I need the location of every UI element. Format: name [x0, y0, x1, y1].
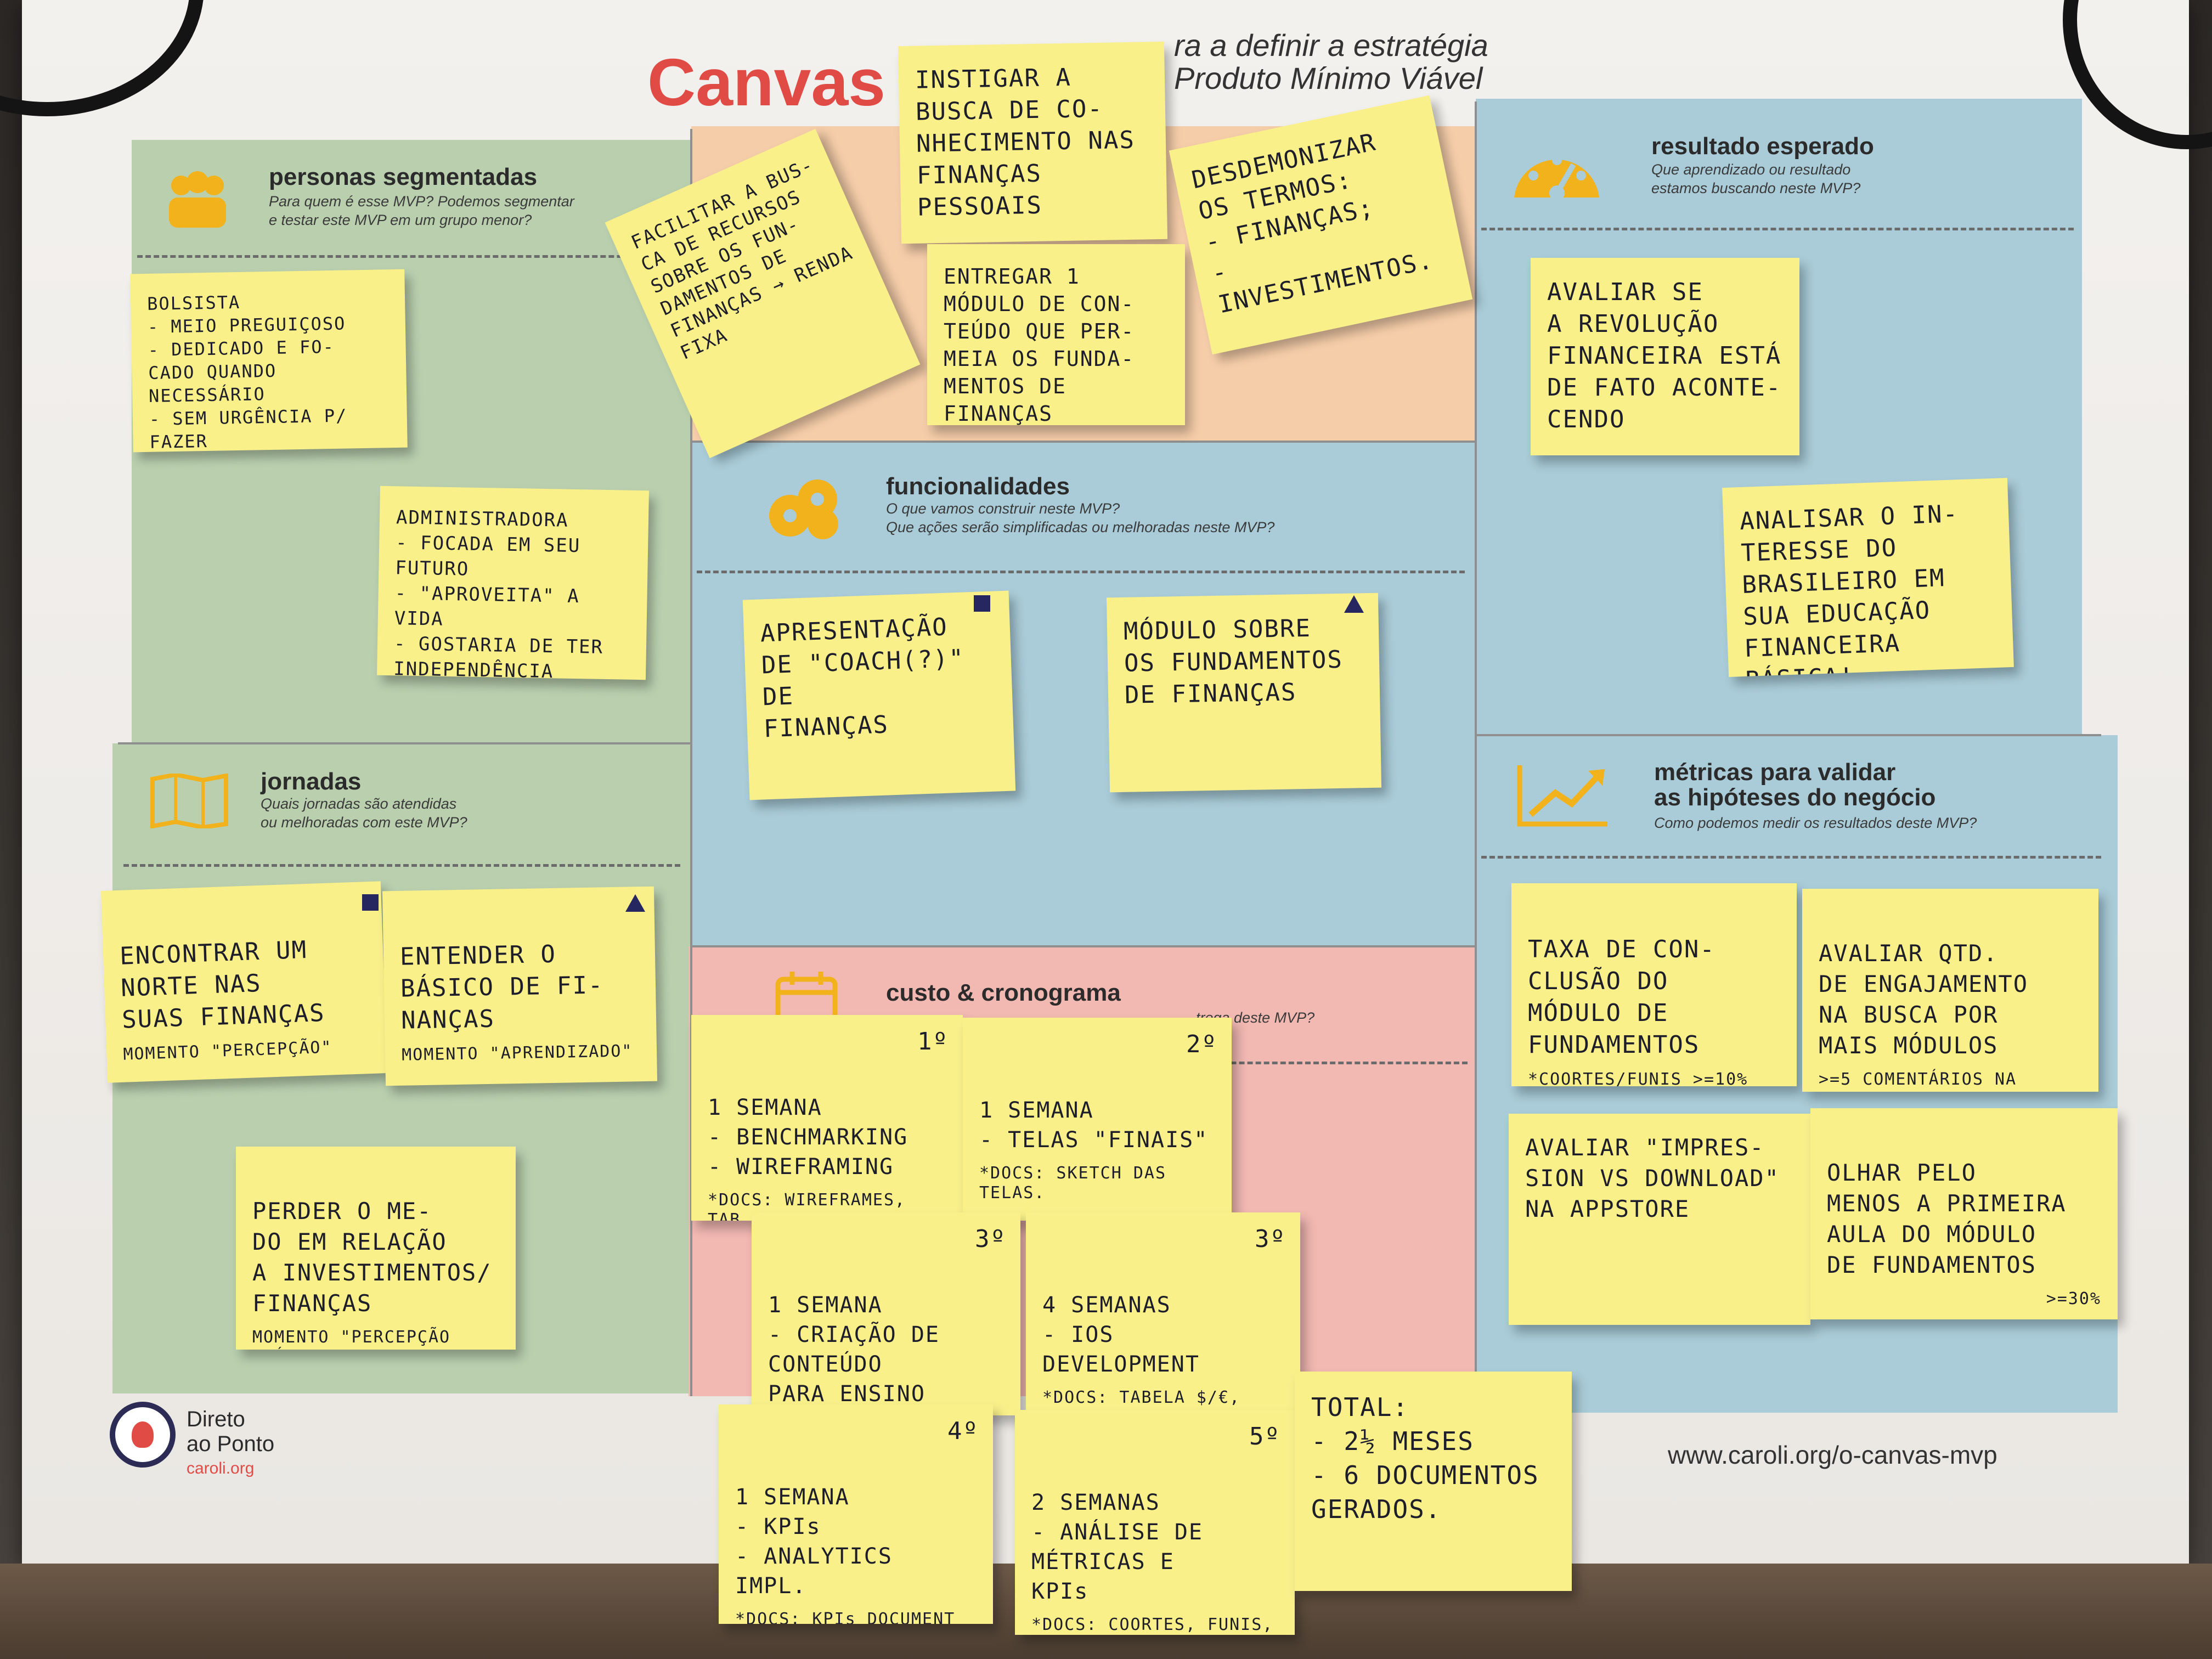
- metrica-conclusao-foot: *COORTES/FUNIS >=10%: [1528, 1070, 1748, 1086]
- crono-3a-order: 3º: [975, 1225, 1006, 1253]
- divider-right: [1475, 101, 1477, 1413]
- header-line-1: ra a definir a estratégia: [1174, 28, 1488, 63]
- triangle-marker: [1344, 595, 1364, 613]
- note-jornada-medo: PERDER O ME- DO EM RELAÇÃO A INVESTIMENT…: [236, 1147, 516, 1350]
- funcionalidades-title: funcionalidades: [886, 473, 1070, 500]
- note-crono-1: 1º 1 SEMANA - BENCHMARKING - WIREFRAMING…: [691, 1015, 963, 1221]
- metricas-icon: [1517, 765, 1607, 827]
- crono-1-order: 1º: [917, 1028, 949, 1056]
- triangle-marker-jornada: [625, 894, 645, 912]
- note-total: TOTAL: - 2½ MESES - 6 DOCUMENTOS GERADOS…: [1295, 1372, 1572, 1591]
- crono-3b-text: 4 SEMANAS - IOS DEVELOPMENT: [1042, 1293, 1200, 1377]
- note-metrica-impression: AVALIAR "IMPRES- SION VS DOWNLOAD" NA AP…: [1509, 1114, 1810, 1325]
- direto-ao-ponto-logo: [110, 1402, 176, 1468]
- note-jornada-basico: ENTENDER O BÁSICO DE FI- NANÇAS MOMENTO …: [382, 886, 658, 1086]
- jornadas-title: jornadas: [261, 768, 362, 795]
- dash-metricas: [1481, 856, 2101, 859]
- crono-4-text: 1 SEMANA - KPIs - ANALYTICS IMPL.: [735, 1485, 893, 1599]
- header-line-2: Produto Mínimo Viável: [1174, 61, 1483, 95]
- crono-4-docs: *DOCS: KPIs DOCUMENT: [735, 1610, 956, 1624]
- metricas-subtitle: Como podemos medir os resultados deste M…: [1654, 815, 1977, 831]
- note-crono-2: 2º 1 SEMANA - TELAS "FINAIS" *DOCS: SKET…: [963, 1018, 1232, 1221]
- footer-brand-line-3: caroli.org: [187, 1459, 255, 1477]
- personas-icon: [169, 171, 226, 228]
- jornada-basico-text: ENTENDER O BÁSICO DE FI- NANÇAS: [399, 940, 604, 1035]
- note-func-modulo: MÓDULO SOBRE OS FUNDAMENTOS DE FINANÇAS: [1106, 592, 1382, 793]
- footer-brand-line-2: ao Ponto: [187, 1432, 275, 1456]
- jornada-basico-moment: MOMENTO "APRENDIZADO": [401, 1041, 633, 1065]
- note-crono-4: 4º 1 SEMANA - KPIs - ANALYTICS IMPL. *DO…: [719, 1404, 993, 1624]
- note-crono-3b: 3º 4 SEMANAS - IOS DEVELOPMENT *DOCS: TA…: [1026, 1212, 1300, 1421]
- note-crono-5: 5º 2 SEMANAS - ANÁLISE DE MÉTRICAS E KPI…: [1015, 1410, 1295, 1635]
- dash-funcionalidades: [697, 571, 1465, 573]
- custo-title: custo & cronograma: [886, 979, 1121, 1006]
- note-resultado-revolucao: AVALIAR SE A REVOLUÇÃO FINANCEIRA ESTÁ D…: [1531, 258, 1799, 455]
- note-persona-administradora: ADMINISTRADORA - FOCADA EM SEU FUTURO - …: [377, 486, 649, 680]
- metricas-title: métricas para validar as hipóteses do ne…: [1654, 759, 1936, 811]
- crono-2-text: 1 SEMANA - TELAS "FINAIS": [979, 1098, 1209, 1153]
- jornadas-subtitle: Quais jornadas são atendidas ou melhorad…: [261, 795, 467, 831]
- jornadas-icon: [150, 774, 228, 828]
- resultado-subtitle: Que aprendizado ou resultado estamos bus…: [1651, 161, 1861, 196]
- divider-func-custo: [690, 945, 1476, 947]
- divider-resultado-metricas: [1476, 734, 2101, 736]
- crono-5-docs: *DOCS: COORTES, FUNIS, EVENTOS, ETC.: [1031, 1615, 1274, 1634]
- note-metrica-primeira-aula: OLHAR PELO MENOS A PRIMEIRA AULA DO MÓDU…: [1810, 1108, 2118, 1319]
- square-marker-jornada: [362, 894, 379, 911]
- crono-3b-order: 3º: [1255, 1225, 1286, 1253]
- crono-2-order: 2º: [1186, 1030, 1217, 1058]
- jornada-medo-moment: MOMENTO "PERCEPÇÃO APÓS APRENDIZADO": [252, 1328, 451, 1350]
- note-resultado-interesse: ANALISAR O IN- TERESSE DO BRASILEIRO EM …: [1722, 478, 2014, 677]
- personas-title: personas segmentadas: [269, 163, 538, 190]
- dash-resultado: [1481, 228, 2074, 230]
- metrica-engajamento-foot: >=5 COMENTÁRIOS NA APPSTORE: [1819, 1070, 2017, 1092]
- funcionalidades-subtitle: O que vamos construir neste MVP? Que açõ…: [886, 500, 1275, 535]
- funcionalidades-icon: [769, 479, 838, 539]
- crono-3a-text: 1 SEMANA - CRIAÇÃO DE CONTEÚDO PARA ENSI…: [768, 1293, 940, 1407]
- jornada-medo-text: PERDER O ME- DO EM RELAÇÃO A INVESTIMENT…: [252, 1198, 492, 1317]
- divider-personas-jornadas: [118, 742, 691, 744]
- note-metrica-conclusao: TAXA DE CON- CLUSÃO DO MÓDULO DE FUNDAME…: [1511, 883, 1797, 1086]
- divider-proposta-func: [691, 441, 1476, 443]
- jornada-norte-text: ENCONTRAR UM NORTE NAS SUAS FINANÇAS: [119, 935, 326, 1034]
- resultado-icon: [1514, 155, 1599, 201]
- note-crono-3a: 3º 1 SEMANA - CRIAÇÃO DE CONTEÚDO PARA E…: [752, 1212, 1020, 1415]
- footer-url: www.caroli.org/o-canvas-mvp: [1668, 1441, 1997, 1469]
- jornada-norte-moment: MOMENTO "PERCEPÇÃO": [122, 1037, 333, 1064]
- divider-left: [690, 129, 692, 1396]
- metrica-primeira-aula-foot: >=30%: [2046, 1289, 2101, 1308]
- square-marker: [974, 595, 990, 612]
- dash-personas: [137, 255, 680, 258]
- note-jornada-norte: ENCONTRAR UM NORTE NAS SUAS FINANÇAS MOM…: [101, 881, 387, 1083]
- note-func-coach: APRESENTAÇÃO DE "COACH(?)" DE FINANÇAS: [742, 590, 1016, 800]
- crono-5-order: 5º: [1249, 1423, 1280, 1451]
- crono-5-text: 2 SEMANAS - ANÁLISE DE MÉTRICAS E KPIs: [1031, 1490, 1203, 1604]
- metrica-primeira-aula-text: OLHAR PELO MENOS A PRIMEIRA AULA DO MÓDU…: [1827, 1159, 2067, 1278]
- personas-subtitle: Para quem é esse MVP? Podemos segmentar …: [269, 193, 574, 228]
- dash-jornadas: [123, 864, 680, 867]
- note-metrica-engajamento: AVALIAR QTD. DE ENGAJAMENTO NA BUSCA POR…: [1802, 889, 2098, 1092]
- metrica-engajamento-text: AVALIAR QTD. DE ENGAJAMENTO NA BUSCA POR…: [1819, 940, 2029, 1059]
- note-proposta-instigar: INSTIGAR A BUSCA DE CO- NHECIMENTO NAS F…: [898, 41, 1168, 244]
- note-persona-bolsista: BOLSISTA - MEIO PREGUIÇOSO - DEDICADO E …: [130, 269, 408, 453]
- resultado-title: resultado esperado: [1651, 133, 1874, 160]
- crono-4-order: 4º: [947, 1417, 979, 1445]
- canvas-title: Canvas: [647, 45, 886, 120]
- footer-brand-line-1: Direto: [187, 1407, 245, 1431]
- metrica-conclusao-text: TAXA DE CON- CLUSÃO DO MÓDULO DE FUNDAME…: [1528, 935, 1716, 1059]
- note-proposta-entregar: ENTREGAR 1 MÓDULO DE CON- TEÚDO QUE PER-…: [927, 244, 1185, 425]
- crono-2-docs: *DOCS: SKETCH DAS TELAS.: [979, 1164, 1167, 1203]
- crono-1-text: 1 SEMANA - BENCHMARKING - WIREFRAMING: [708, 1095, 909, 1180]
